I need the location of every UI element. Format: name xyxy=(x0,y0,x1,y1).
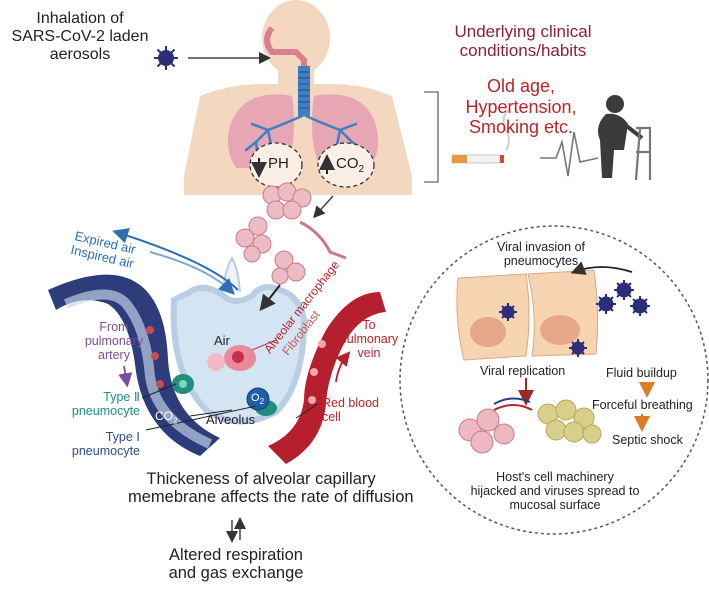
virus-icon xyxy=(154,46,178,70)
infection-panel xyxy=(399,225,709,535)
cigarette-icon xyxy=(451,109,510,164)
alveolus-label: Alveolus xyxy=(206,412,256,427)
septic-label: Septic shock xyxy=(612,433,683,447)
co2-label: CO2 xyxy=(336,155,365,175)
capillary-left xyxy=(48,274,220,456)
type2-label: Type Ⅱ pneumocyte xyxy=(71,390,140,418)
inhalation-label: Inhalation of SARS-CoV-2 laden aerosols xyxy=(11,10,149,63)
elderly-walker-icon xyxy=(598,95,652,181)
conditions-bracket xyxy=(424,91,439,183)
particle xyxy=(207,353,225,371)
type1-label: Type Ⅰ pneumocyte xyxy=(71,430,140,458)
fluid-label: Fluid buildup xyxy=(606,366,677,380)
ecg-trace-icon xyxy=(540,131,599,177)
capillary-right xyxy=(268,292,386,464)
altered-respiration: Altered respiration and gas exchange xyxy=(168,546,304,583)
invasion-arrow xyxy=(570,261,633,275)
virus-icon xyxy=(499,280,650,357)
breathing-label: Forceful breathing xyxy=(592,398,693,412)
pneumocyte-cells xyxy=(456,269,599,361)
ph-label: PH xyxy=(268,155,289,172)
o2-label: O2 xyxy=(251,392,265,407)
infected-alveoli xyxy=(458,397,602,454)
to-vein-label: To pulmonary vein xyxy=(339,318,399,360)
thickness-statement: Thickeness of alveolar capillary memebra… xyxy=(128,470,414,507)
alveolar-cluster xyxy=(235,182,312,285)
invasion-label: Viral invasion of pneumocytes xyxy=(496,240,585,268)
co2-capillary-label: CO2 xyxy=(155,409,178,426)
conditions-list: Old age, Hypertension, Smoking etc. xyxy=(465,76,577,138)
rbc-label: Red blood cell xyxy=(322,396,379,424)
type2-pneumocyte-cell xyxy=(172,374,194,394)
alveolar-macrophage xyxy=(224,345,256,371)
replication-label: Viral replication xyxy=(480,364,566,378)
inspired-air-arrow xyxy=(149,251,235,295)
clinical-heading: Underlying clinical conditions/habits xyxy=(454,22,592,61)
from-artery-label: From pulmonary artery xyxy=(84,320,144,362)
hijack-label: Host's cell machinery hijacked and virus… xyxy=(470,470,640,512)
air-label: Air xyxy=(214,333,230,348)
o2-molecule xyxy=(246,387,270,411)
